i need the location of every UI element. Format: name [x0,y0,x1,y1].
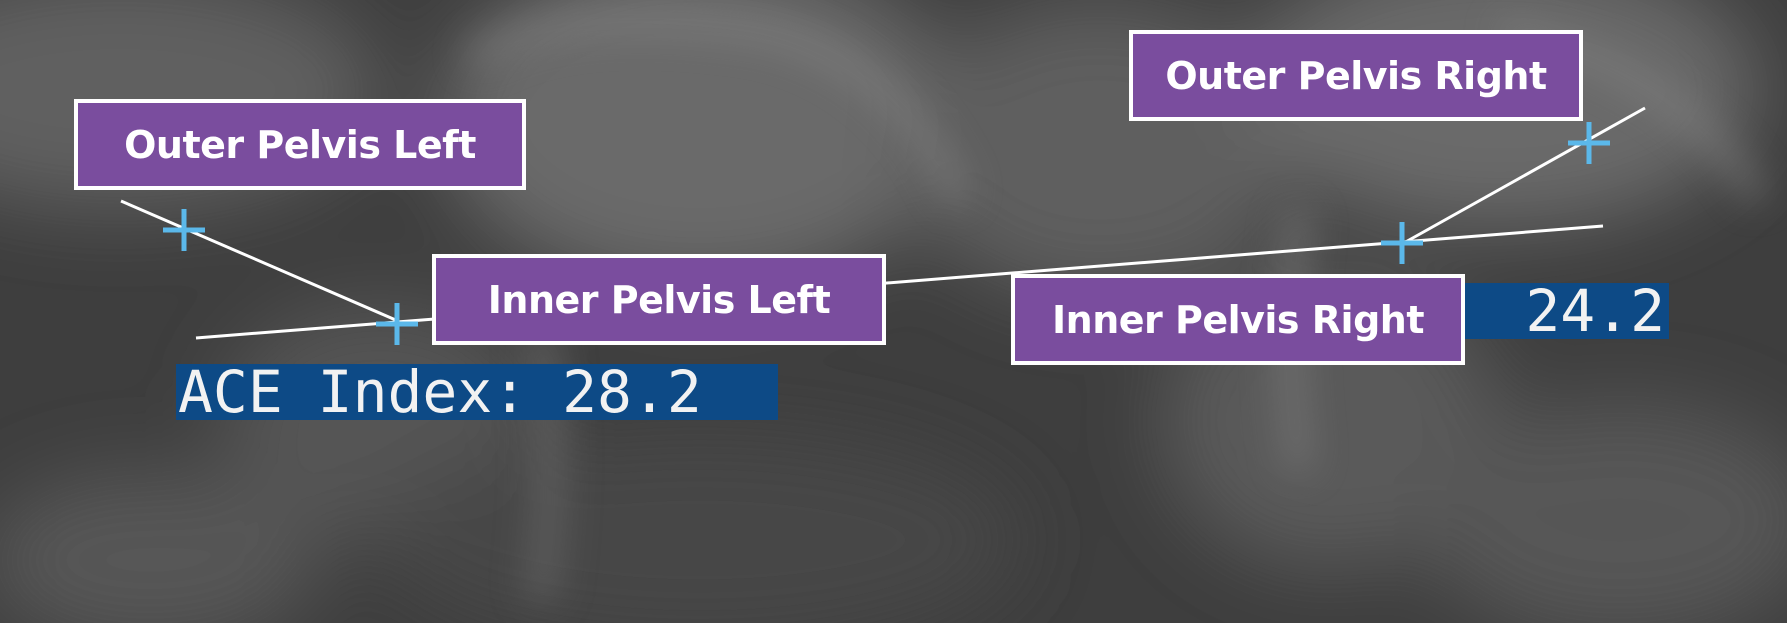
crosshair-icon[interactable] [163,209,205,251]
crosshair-icon[interactable] [376,303,418,345]
left-acetabular-line [120,199,399,323]
ace-index-left-readout: ACE Index: 28.2 [176,363,778,421]
outer-pelvis-left-label[interactable]: Outer Pelvis Left [74,99,526,190]
inner-pelvis-left-label[interactable]: Inner Pelvis Left [432,254,886,345]
right-acetabular-line [1401,106,1646,246]
hilgenreiner-line [195,224,1604,340]
outer-pelvis-right-label[interactable]: Outer Pelvis Right [1129,30,1583,121]
crosshair-icon[interactable] [1381,222,1423,264]
ace-index-right-readout: 24.2 [1465,282,1669,340]
inner-pelvis-right-label[interactable]: Inner Pelvis Right [1011,274,1465,365]
crosshair-icon[interactable] [1568,122,1610,164]
